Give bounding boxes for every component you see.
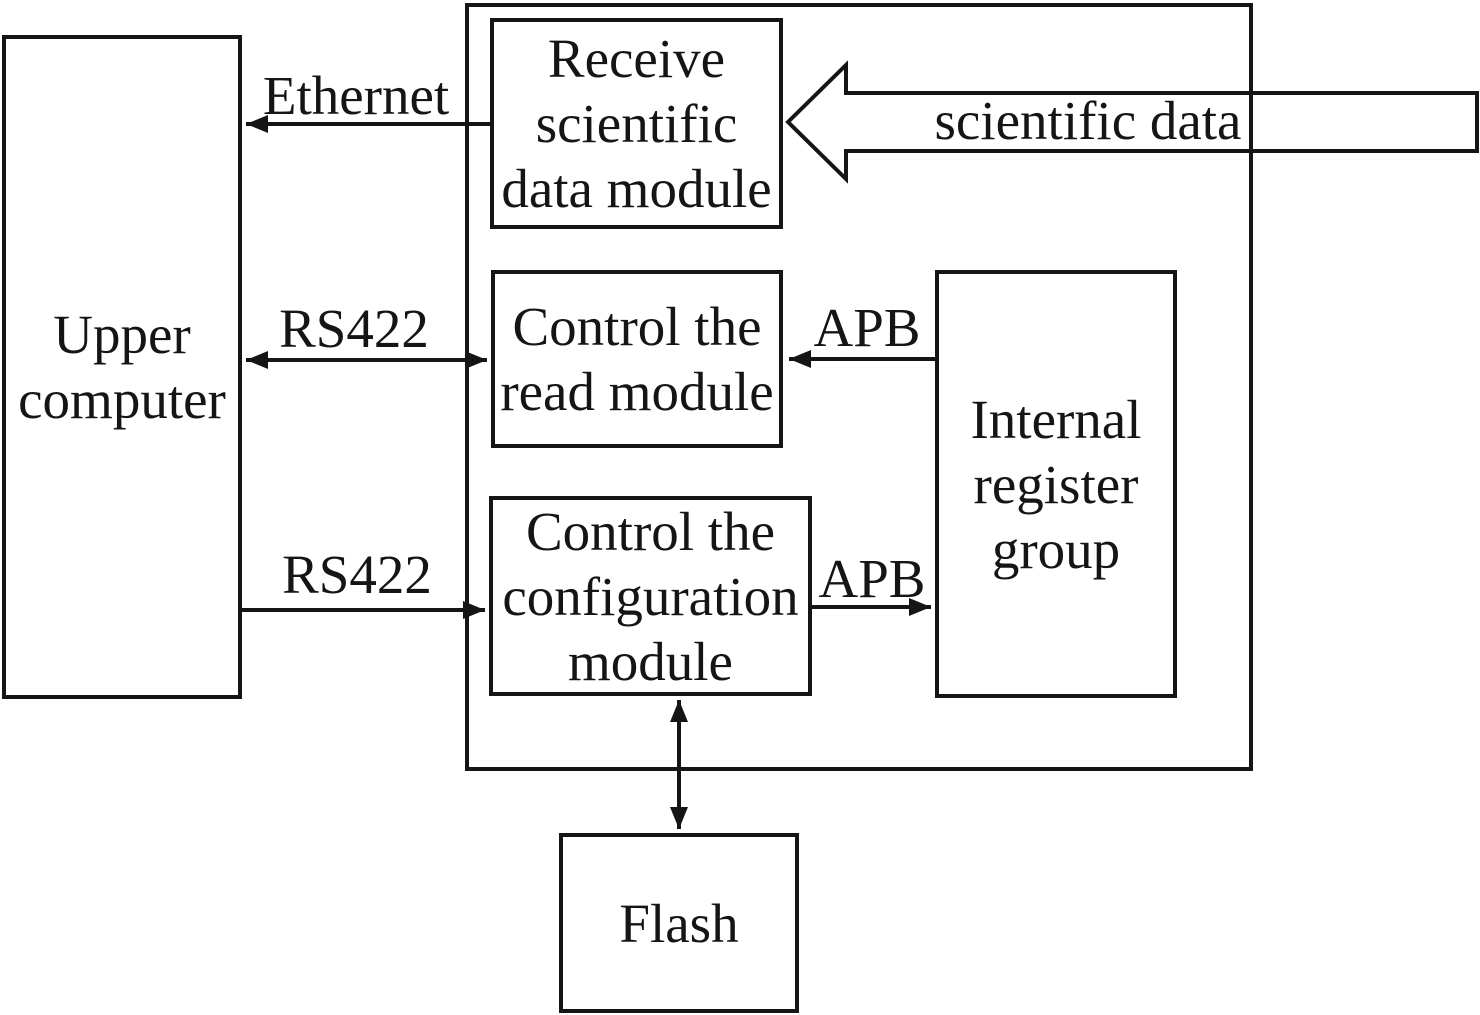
flash-box: Flash <box>559 833 799 1013</box>
scientific-data-label: scientific data <box>934 90 1242 151</box>
receive-module-box: Receive scientific data module <box>490 18 783 229</box>
apb-read-label: APB <box>813 297 921 358</box>
flash-label: Flash <box>619 892 739 954</box>
apb-config-label: APB <box>818 548 926 609</box>
scientific-data-block-arrow <box>785 60 1479 184</box>
config-module-box: Control the configuration module <box>489 496 812 696</box>
rs422-config-label: RS422 <box>282 544 432 605</box>
rs422-read-label: RS422 <box>279 298 429 359</box>
outer-module-box <box>465 3 1253 771</box>
upper-computer-label: Upper computer <box>18 304 226 430</box>
upper-computer-box: Upper computer <box>2 35 242 699</box>
register-group-box: Internal register group <box>935 270 1177 698</box>
read-module-label: Control the read module <box>500 296 774 422</box>
ethernet-label: Ethernet <box>262 65 450 126</box>
receive-module-label: Receive scientific data module <box>501 28 772 219</box>
config-module-label: Control the configuration module <box>502 500 799 692</box>
register-group-label: Internal register group <box>970 388 1142 580</box>
read-module-box: Control the read module <box>491 270 783 448</box>
